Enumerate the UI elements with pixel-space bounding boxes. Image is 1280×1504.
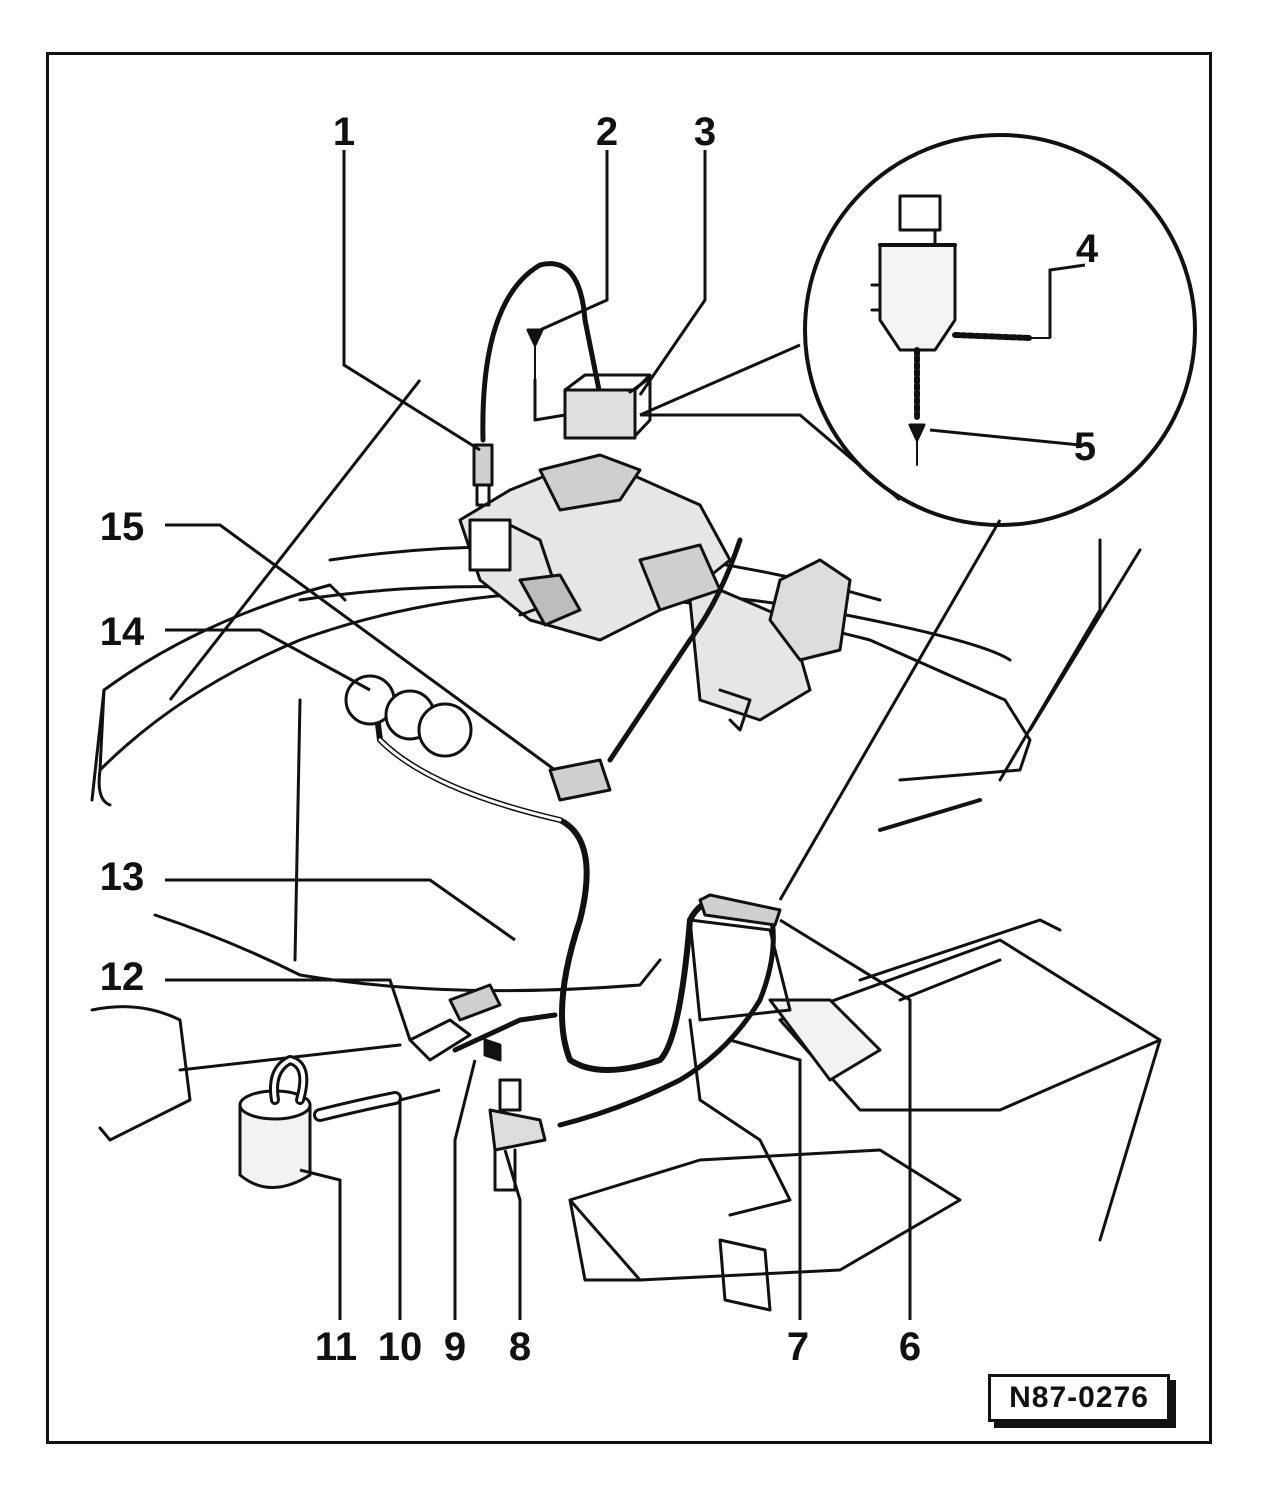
callout-14: 14 — [100, 610, 145, 654]
callout-11: 11 — [315, 1325, 357, 1369]
callout-9: 9 — [444, 1325, 466, 1369]
callout-1: 1 — [333, 110, 355, 154]
part-1-nozzle — [472, 443, 494, 507]
leader-lines — [165, 150, 1086, 1320]
wiper-motor-assembly — [458, 453, 852, 732]
callout-7: 7 — [787, 1325, 809, 1369]
figure-reference-code: N87-0276 — [988, 1374, 1170, 1422]
callout-4: 4 — [1076, 227, 1099, 271]
callout-numbers: 1 2 3 4 5 6 7 8 9 10 11 12 13 14 15 — [100, 110, 1099, 1369]
detail-circle — [803, 133, 1197, 527]
callout-2: 2 — [596, 110, 618, 154]
callout-13: 13 — [100, 855, 145, 899]
part-8-pump — [488, 1078, 547, 1192]
washer-hoses — [313, 261, 776, 1128]
callout-10: 10 — [378, 1325, 423, 1369]
callout-8: 8 — [509, 1325, 531, 1369]
valve-fittings — [408, 983, 502, 1062]
part-14-nozzles — [344, 674, 473, 758]
reservoir-pump-area — [688, 893, 792, 1022]
callout-12: 12 — [100, 955, 145, 999]
part-2-screw — [526, 328, 544, 381]
callout-6: 6 — [899, 1325, 921, 1369]
body-panels — [90, 538, 1162, 1312]
callout-3: 3 — [694, 110, 716, 154]
callout-15: 15 — [100, 505, 145, 549]
part-3-connector — [533, 373, 652, 440]
callout-5: 5 — [1074, 425, 1096, 469]
part-11-reservoir — [238, 1055, 312, 1189]
part-15-clip — [548, 758, 612, 802]
